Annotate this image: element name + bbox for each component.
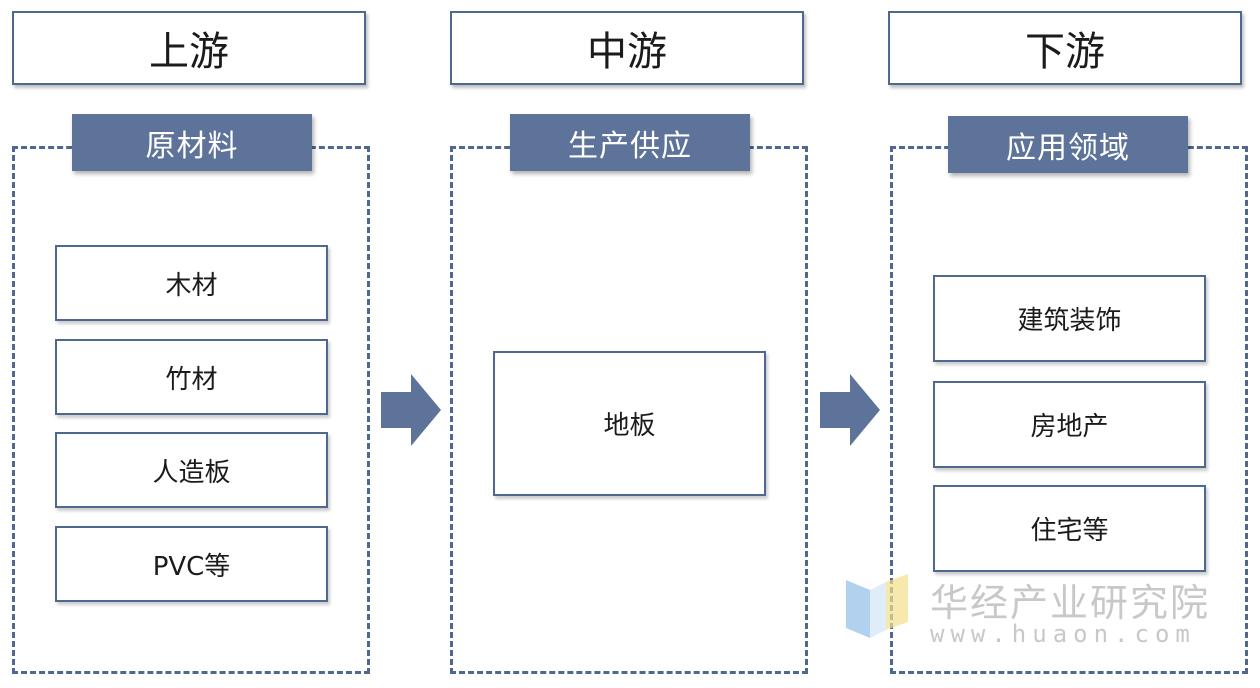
stage-header-upstream: 上游 <box>12 11 366 85</box>
downstream-item-housing: 住宅等 <box>933 485 1206 572</box>
downstream-item-realestate: 房地产 <box>933 381 1206 468</box>
arrow-right-icon <box>381 374 441 446</box>
upstream-title: 原材料 <box>72 114 312 171</box>
watermark-url: www.huaon.com <box>930 620 1196 648</box>
upstream-item-board: 人造板 <box>55 432 328 508</box>
watermark-name: 华经产业研究院 <box>930 581 1211 625</box>
arrow-right-icon <box>820 374 880 446</box>
downstream-title: 应用领域 <box>948 116 1188 173</box>
huaon-logo-icon <box>846 574 908 638</box>
midstream-item-floor: 地板 <box>493 351 766 496</box>
upstream-item-pvc: PVC等 <box>55 526 328 602</box>
upstream-item-wood: 木材 <box>55 245 328 321</box>
upstream-item-bamboo: 竹材 <box>55 339 328 415</box>
midstream-title: 生产供应 <box>510 114 750 171</box>
stage-header-downstream: 下游 <box>888 11 1242 85</box>
stage-header-midstream: 中游 <box>450 11 804 85</box>
downstream-item-decoration: 建筑装饰 <box>933 275 1206 362</box>
watermark: 华经产业研究院 www.huaon.com <box>842 572 1242 652</box>
